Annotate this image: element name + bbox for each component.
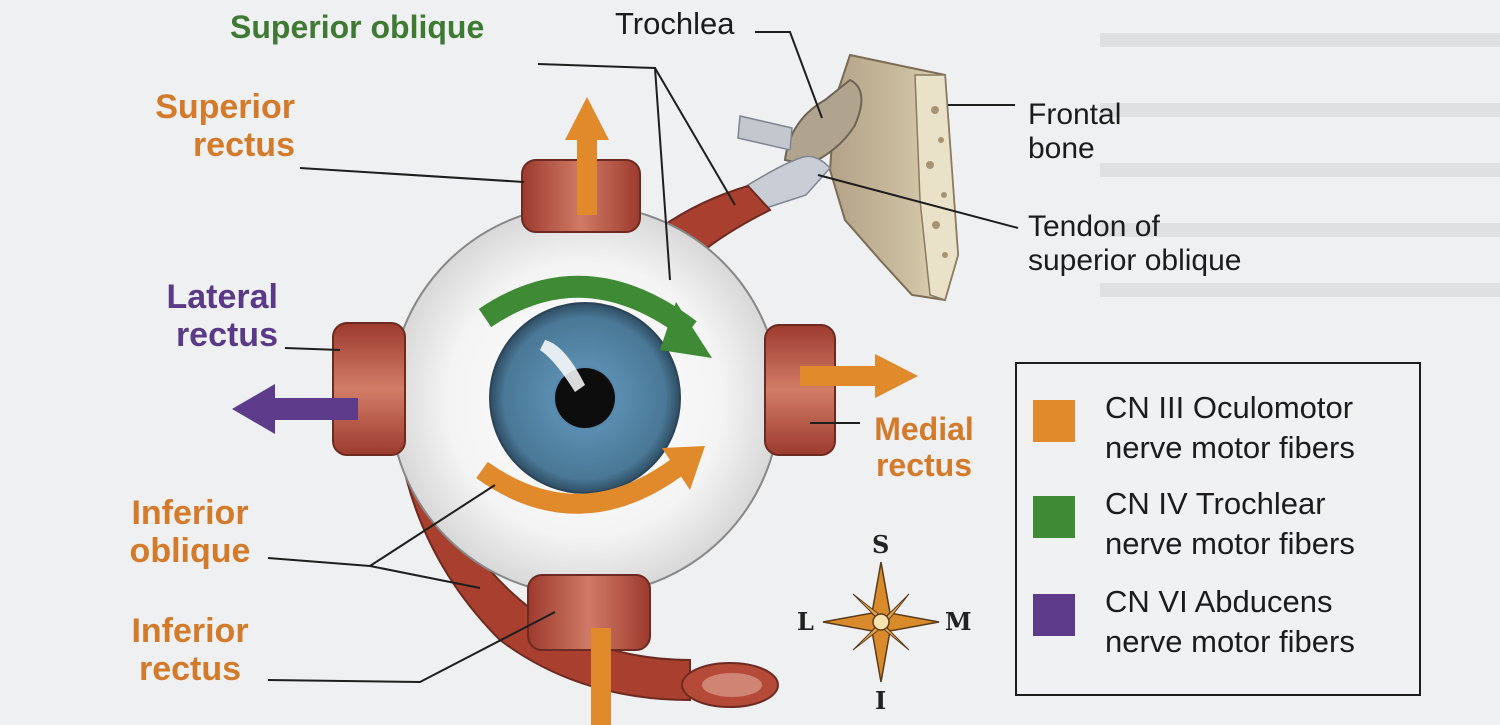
- label-trochlea: Trochlea: [615, 6, 735, 41]
- lateral-rectus-arrow: [232, 384, 358, 434]
- legend-swatch-oculomotor: [1033, 400, 1075, 442]
- superior-rectus-arrow: [565, 97, 609, 215]
- legend-text-trochlear: CN IV Trochlear nerve motor fibers: [1105, 486, 1355, 561]
- legend-text-oculomotor: CN III Oculomotor nerve motor fibers: [1105, 390, 1355, 465]
- legend-text-abducens: CN VI Abducens nerve motor fibers: [1105, 584, 1355, 659]
- label-inferior-oblique: Inferior oblique: [129, 494, 251, 571]
- pupil: [555, 368, 615, 428]
- legend-swatch-abducens: [1033, 594, 1075, 636]
- lateral-rectus-muscle: [332, 322, 406, 456]
- legend-box: CN III Oculomotor nerve motor fibers CN …: [1015, 362, 1421, 696]
- trochlea-shape: [783, 78, 863, 167]
- tendon-shape: [738, 155, 832, 211]
- label-lateral-rectus: Lateral rectus: [166, 278, 279, 355]
- compass-superior: S: [872, 530, 890, 559]
- compass-rose: [822, 561, 940, 683]
- compass-inferior: I: [875, 686, 887, 715]
- medial-rectus-muscle: [764, 324, 836, 456]
- label-inferior-rectus: Inferior rectus: [131, 612, 249, 689]
- label-superior-oblique: Superior oblique: [230, 9, 485, 45]
- label-superior-rectus: Superior rectus: [155, 88, 295, 165]
- background-page: [1100, 33, 1500, 297]
- inferior-oblique-arrow: [476, 446, 705, 514]
- inferior-rectus-arrow: [591, 628, 611, 725]
- frontal-bone-shape: [828, 53, 960, 302]
- medial-rectus-arrow: [800, 354, 918, 398]
- label-medial-rectus: Medial rectus: [874, 411, 974, 483]
- label-frontal-bone: Frontal bone: [1028, 98, 1122, 165]
- inferior-rectus-muscle: [527, 574, 651, 651]
- legend-swatch-trochlear: [1033, 496, 1075, 538]
- compass-medial: M: [945, 607, 972, 636]
- trochlear-arrow: [478, 275, 712, 358]
- label-tendon-superior-oblique: Tendon of superior oblique: [1028, 210, 1242, 277]
- compass-lateral: L: [797, 607, 814, 636]
- leader-lines: [267, 31, 1019, 684]
